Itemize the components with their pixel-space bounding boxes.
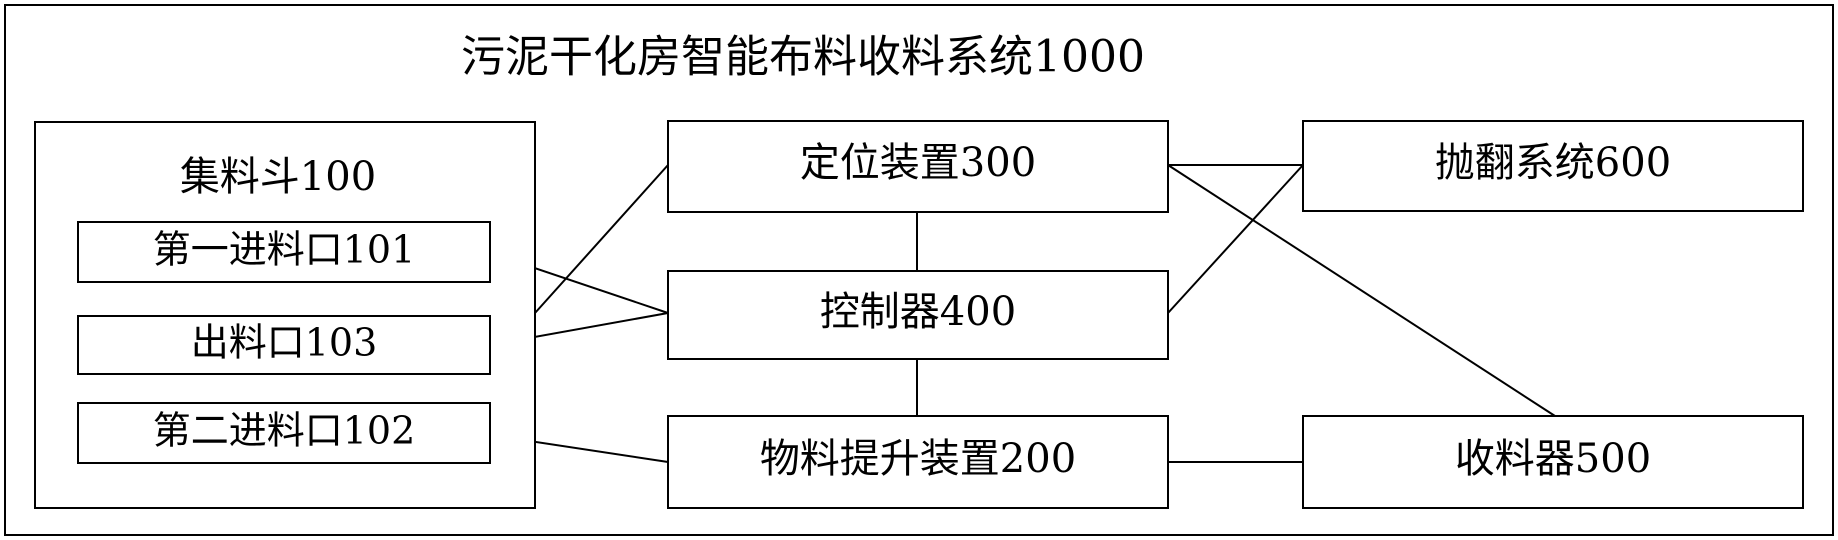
turning-label: 抛翻系统600	[1435, 140, 1671, 186]
outlet-label: 出料口103	[191, 321, 378, 365]
second-inlet-label: 第二进料口102	[153, 409, 416, 453]
system-title: 污泥干化房智能布料收料系统1000	[461, 32, 1145, 83]
collector-label: 收料器500	[1455, 436, 1651, 482]
second-inlet-box: 第二进料口102	[77, 402, 491, 464]
link-controller-turning	[1167, 164, 1304, 314]
outlet-box: 出料口103	[77, 315, 491, 375]
controller-box: 控制器400	[667, 270, 1169, 360]
controller-label: 控制器400	[820, 289, 1016, 335]
first-inlet-box: 第一进料口101	[77, 221, 491, 283]
link-hopper-positioning	[534, 164, 669, 314]
outer-frame	[4, 4, 1834, 536]
positioning-box: 定位装置300	[667, 120, 1169, 213]
positioning-label: 定位装置300	[800, 140, 1036, 186]
collector-box: 收料器500	[1302, 415, 1804, 509]
hopper-label: 集料斗100	[180, 154, 376, 200]
first-inlet-label: 第一进料口101	[153, 228, 416, 272]
link-positioning-collector	[1167, 164, 1556, 417]
lifting-label: 物料提升装置200	[760, 436, 1076, 482]
turning-box: 抛翻系统600	[1302, 120, 1804, 212]
lifting-box: 物料提升装置200	[667, 415, 1169, 509]
